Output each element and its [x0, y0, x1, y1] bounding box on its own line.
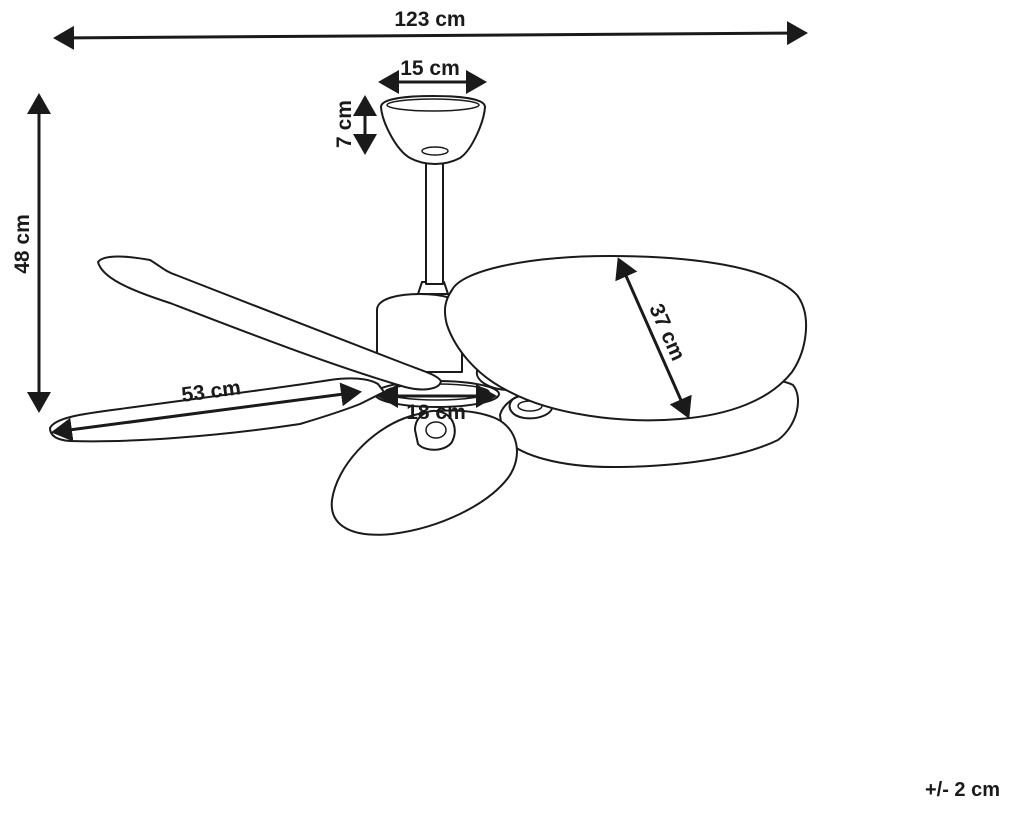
canopy-rim	[386, 98, 480, 112]
canopy-height-label: 7 cm	[333, 100, 356, 148]
total-width-arrow	[53, 21, 808, 50]
fan-blade-left-long	[97, 255, 442, 391]
canopy-width-label: 15 cm	[400, 57, 460, 80]
blade-length-arrow	[51, 382, 362, 442]
total-height-label: 48 cm	[11, 214, 34, 274]
dimension-lines	[27, 21, 808, 442]
motor-diameter-label: 18 cm	[406, 401, 466, 424]
total-width-label: 123 cm	[394, 8, 465, 31]
tolerance-label: +/- 2 cm	[925, 779, 1000, 801]
light-fixture-front	[414, 410, 456, 451]
downrod	[425, 147, 444, 285]
canopy-rod-opening	[421, 146, 449, 156]
canopy	[380, 95, 486, 165]
fan-illustration	[49, 95, 808, 536]
blade-width-arrow	[615, 257, 692, 419]
fan-blade-bottom	[330, 409, 518, 536]
